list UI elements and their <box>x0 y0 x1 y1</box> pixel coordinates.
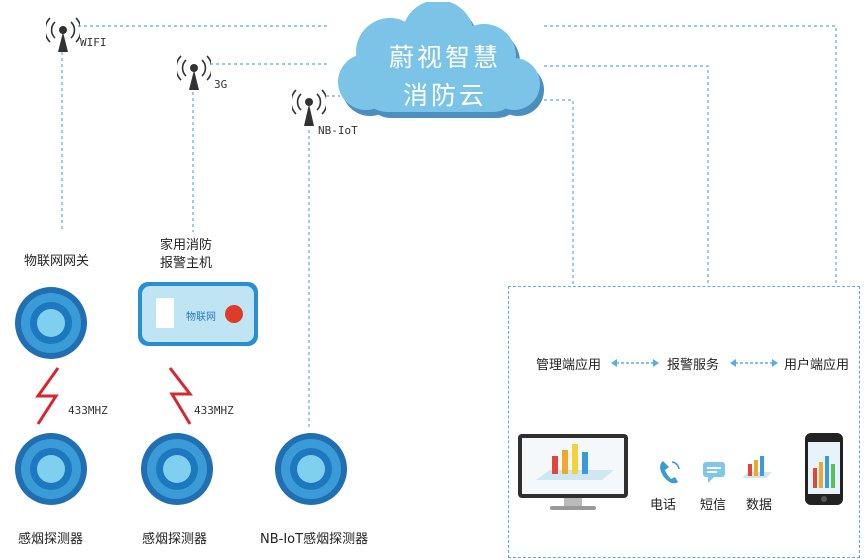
alarm-host-icon <box>138 282 258 346</box>
cloud-shape <box>338 2 544 118</box>
smoke-detector-3-icon <box>275 433 347 505</box>
phone-icon <box>660 461 680 484</box>
host-badge: 物联网 <box>186 312 216 323</box>
alarm-service-label: 报警服务 <box>667 358 720 373</box>
smartphone-icon <box>805 433 843 505</box>
data-label: 数据 <box>746 498 773 513</box>
double-arrow-1-icon <box>611 359 659 367</box>
gateway-device-icon <box>15 287 87 359</box>
cloud-title-line1: 蔚视智慧 <box>388 43 501 72</box>
freq-label-2: 433MHZ <box>194 404 234 417</box>
double-arrow-2-icon <box>730 359 778 367</box>
phone-label: 电话 <box>650 498 677 513</box>
nbiot-antenna-icon <box>292 89 326 126</box>
detector-label-2: 感烟探测器 <box>142 532 208 547</box>
sms-icon <box>703 462 725 483</box>
host-label-line2: 报警主机 <box>160 256 213 271</box>
gateway-label: 物联网网关 <box>24 254 90 269</box>
cloud-title-line2: 消防云 <box>402 81 487 110</box>
smoke-detector-1-icon <box>15 433 87 505</box>
3g-label: 3G <box>214 78 228 91</box>
wifi-antenna-icon <box>46 17 80 52</box>
user-app-label: 用户端应用 <box>784 358 850 373</box>
detector-label-1: 感烟探测器 <box>18 532 84 547</box>
freq-label-1: 433MHZ <box>68 404 108 417</box>
nbiot-label: NB-IoT <box>318 124 358 137</box>
smoke-detector-2-icon <box>141 433 213 505</box>
detector-label-3: NB-IoT感烟探测器 <box>260 532 369 547</box>
wireless-link-1-icon <box>35 367 60 425</box>
sms-label: 短信 <box>700 498 727 513</box>
wifi-label: WIFI <box>80 36 107 49</box>
management-app-label: 管理端应用 <box>536 358 602 373</box>
3g-antenna-icon <box>177 55 211 90</box>
wireless-link-2-icon <box>168 367 194 425</box>
data-chart-icon <box>742 456 772 478</box>
monitor-icon <box>518 434 628 510</box>
service-panel <box>508 286 860 558</box>
host-label-line1: 家用消防 <box>160 238 213 253</box>
